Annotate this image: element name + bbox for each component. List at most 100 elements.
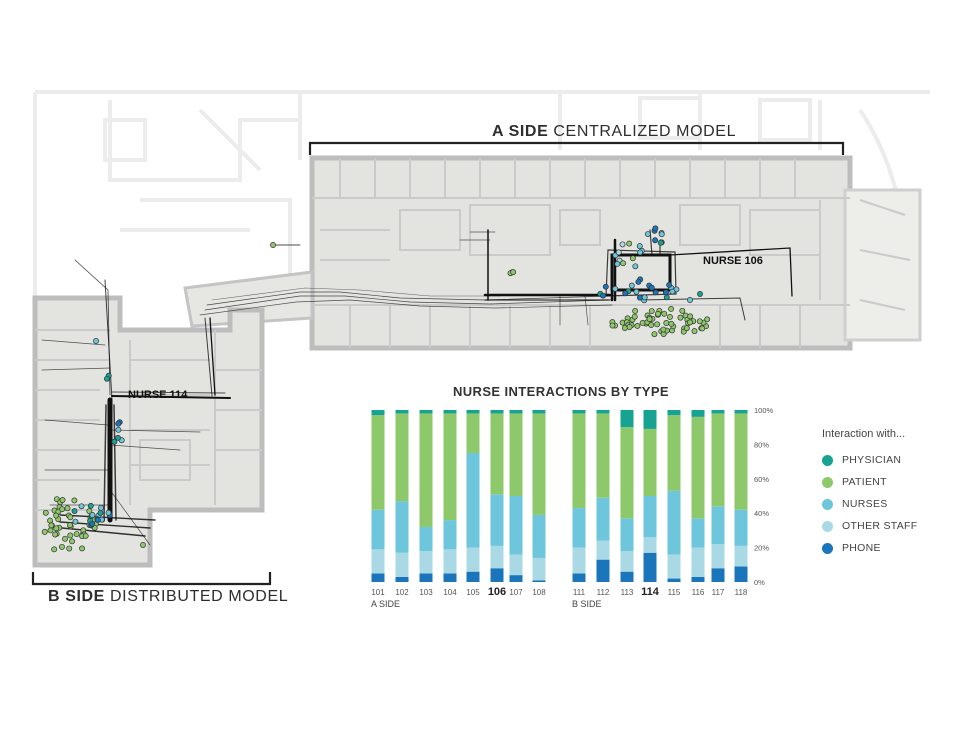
x-tick-115: 115 [668, 588, 681, 597]
bar-105-patient [466, 413, 480, 453]
staff-dot [626, 240, 633, 247]
bar-113-physician [620, 410, 634, 428]
b-side-header: B SIDE DISTRIBUTED MODEL [48, 588, 288, 606]
x-tick-113: 113 [621, 588, 634, 597]
x-tick-108: 108 [532, 588, 546, 597]
patient-dot [510, 269, 517, 276]
staff-dot [652, 225, 659, 232]
patient-dot [53, 512, 60, 519]
staff-dot [94, 517, 101, 523]
patient-dot [631, 313, 638, 320]
bar-104-other-staff [443, 549, 457, 574]
patient-dot [82, 532, 89, 539]
patient-dot [71, 497, 78, 504]
bar-115-nurses [667, 490, 681, 555]
staff-dot [612, 285, 619, 292]
x-tick-111: 111 [573, 588, 586, 597]
patient-dot [699, 325, 706, 332]
staff-dot [648, 284, 655, 291]
group-label-1: B SIDE [572, 599, 602, 609]
patient-dot [646, 316, 653, 323]
bar-118-nurses [734, 509, 748, 546]
bar-118-phone [734, 566, 748, 582]
bar-102-phone [395, 576, 409, 582]
bar-107-physician [509, 410, 523, 414]
interaction-dot [270, 242, 276, 248]
legend-swatch [822, 454, 833, 466]
patient-dot [609, 322, 616, 329]
x-tick-102: 102 [395, 588, 409, 597]
bar-113-patient [620, 427, 634, 519]
staff-dot [115, 426, 122, 433]
b-side-header-bold: B SIDE [48, 588, 105, 605]
bar-102-nurses [395, 501, 409, 553]
x-tick-105: 105 [466, 588, 480, 597]
bar-113-nurses [620, 518, 634, 552]
x-tick-116: 116 [692, 588, 705, 597]
patient-dot [58, 543, 65, 550]
bar-111-physician [572, 410, 586, 414]
bar-105-physician [466, 410, 480, 414]
legend-item-patient: PATIENT [822, 471, 917, 493]
bar-114-other-staff [643, 537, 657, 553]
patient-dot [704, 316, 711, 323]
legend-swatch [822, 520, 833, 532]
staff-dot [97, 509, 104, 516]
staff-dot [87, 502, 94, 509]
patient-dot [66, 545, 73, 552]
bar-114-nurses [643, 496, 657, 538]
bar-101-physician [371, 410, 385, 416]
legend-item-nurses: NURSES [822, 493, 917, 515]
bar-101-phone [371, 573, 385, 582]
bar-106-physician [490, 410, 504, 414]
staff-dot [622, 290, 629, 297]
bar-117-other-staff [711, 544, 725, 569]
bar-108-nurses [532, 514, 546, 558]
staff-dot [652, 289, 659, 296]
bar-115-patient [667, 415, 681, 491]
x-tick-117: 117 [712, 588, 725, 597]
bar-117-nurses [711, 506, 725, 545]
staff-dot [619, 241, 626, 248]
bar-105-phone [466, 571, 480, 582]
interaction-dot [140, 542, 146, 548]
bar-117-phone [711, 568, 725, 582]
x-tick-106: 106 [488, 586, 506, 598]
bar-103-nurses [419, 526, 433, 552]
bar-111-nurses [572, 508, 586, 548]
patient-dot [67, 532, 74, 539]
bar-106-other-staff [490, 545, 504, 569]
interaction-points [41, 225, 711, 553]
legend-swatch [822, 498, 833, 510]
bar-112-other-staff [596, 540, 610, 560]
staff-dot [602, 283, 609, 290]
bar-108-phone [532, 580, 546, 582]
staff-dot [633, 288, 640, 295]
staff-dot [628, 282, 635, 289]
staff-dot [614, 261, 621, 267]
bar-106-nurses [490, 494, 504, 546]
bar-101-nurses [371, 509, 385, 550]
bar-104-phone [443, 573, 457, 582]
staff-dot [72, 518, 79, 525]
bar-103-phone [419, 573, 433, 582]
staff-dot [105, 509, 112, 516]
bar-102-patient [395, 413, 409, 502]
bar-113-other-staff [620, 551, 634, 572]
bar-103-physician [419, 410, 433, 414]
interaction-dot [687, 297, 693, 303]
legend-label: PATIENT [842, 476, 887, 488]
staff-dot [615, 249, 622, 256]
patient-dot [626, 324, 633, 330]
legend-swatch [822, 542, 833, 554]
interaction-dot [93, 338, 99, 344]
patient-dot [655, 310, 661, 317]
staff-dot [663, 294, 670, 301]
bar-115-physician [667, 410, 681, 416]
y-tick-20: 20% [754, 544, 769, 553]
bar-113-phone [620, 571, 634, 582]
bar-112-physician [596, 410, 610, 414]
patient-dot [668, 306, 675, 312]
bar-102-other-staff [395, 552, 409, 577]
